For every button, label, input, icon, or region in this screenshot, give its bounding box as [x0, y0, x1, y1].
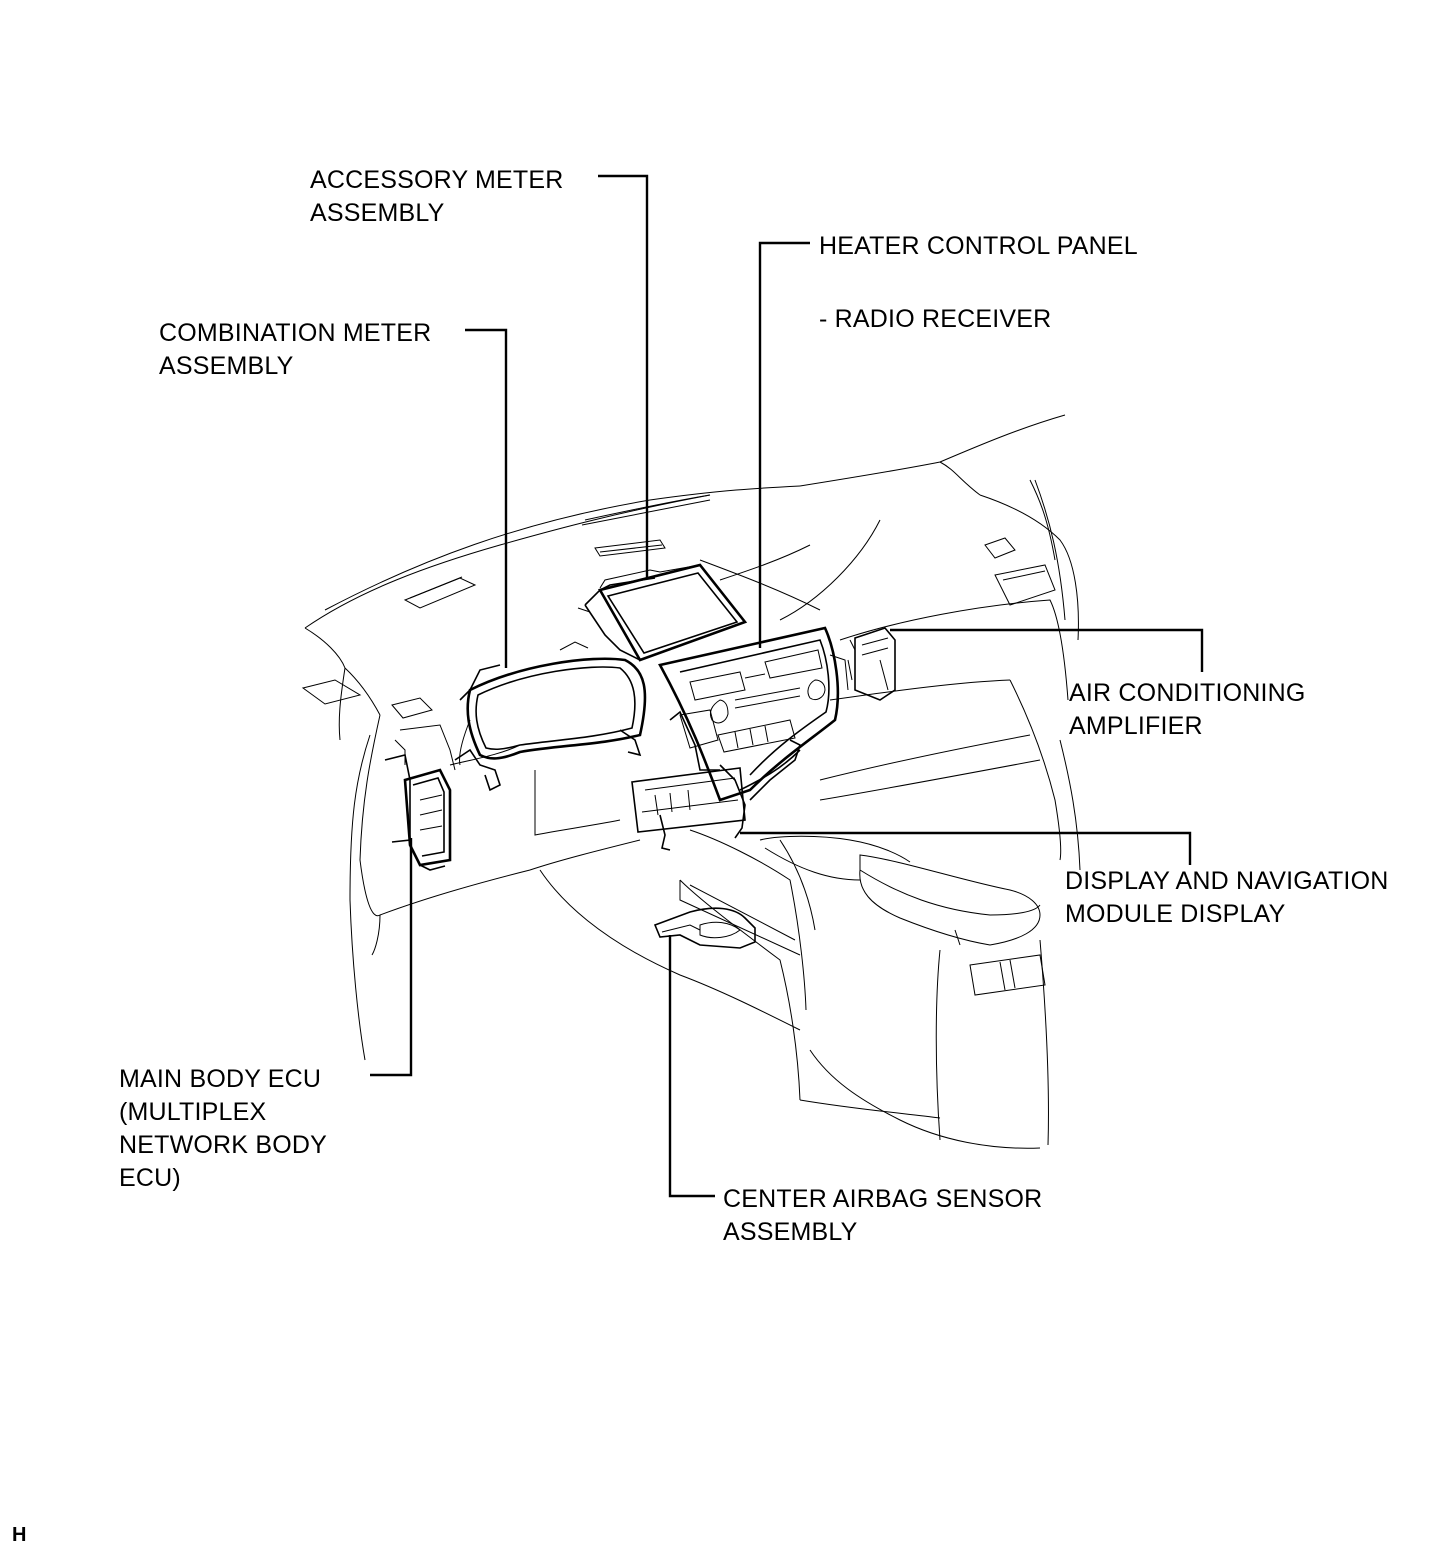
label-display-navigation-module: DISPLAY AND NAVIGATION MODULE DISPLAY: [1065, 867, 1389, 928]
label-air-conditioning-amplifier: AIR CONDITIONING AMPLIFIER: [1069, 679, 1306, 740]
label-center-airbag-sensor: CENTER AIRBAG SENSOR ASSEMBLY: [723, 1185, 1043, 1246]
leader-combination-meter: [465, 328, 508, 668]
display-navigation-module-shape: [631, 749, 801, 851]
center-airbag-sensor-shape: [653, 907, 756, 949]
label-combination-meter: COMBINATION METER ASSEMBLY: [159, 319, 432, 380]
accessory-meter-shape: [577, 563, 748, 662]
leader-lines: [370, 174, 1204, 1198]
leader-heater-control: [758, 241, 810, 648]
main-body-ecu-shape: [384, 724, 456, 871]
label-accessory-meter: ACCESSORY METER ASSEMBLY: [310, 166, 564, 227]
heater-control-shape: [658, 626, 849, 802]
dashboard-outline: [301, 414, 1081, 1149]
leader-air-conditioning: [890, 628, 1204, 672]
leader-main-body-ecu: [370, 838, 413, 1077]
footer-code: H: [12, 1524, 27, 1546]
combination-meter-shape: [454, 641, 647, 792]
label-main-body-ecu: MAIN BODY ECU (MULTIPLEX NETWORK BODY EC…: [119, 1065, 327, 1192]
label-heater-control-panel: HEATER CONTROL PANEL: [819, 232, 1138, 260]
label-radio-receiver: - RADIO RECEIVER: [819, 305, 1052, 333]
leader-display-navigation: [740, 831, 1192, 865]
leader-center-airbag: [668, 935, 715, 1198]
air-conditioning-amplifier-shape: [847, 627, 896, 701]
leader-accessory-meter: [598, 174, 649, 578]
